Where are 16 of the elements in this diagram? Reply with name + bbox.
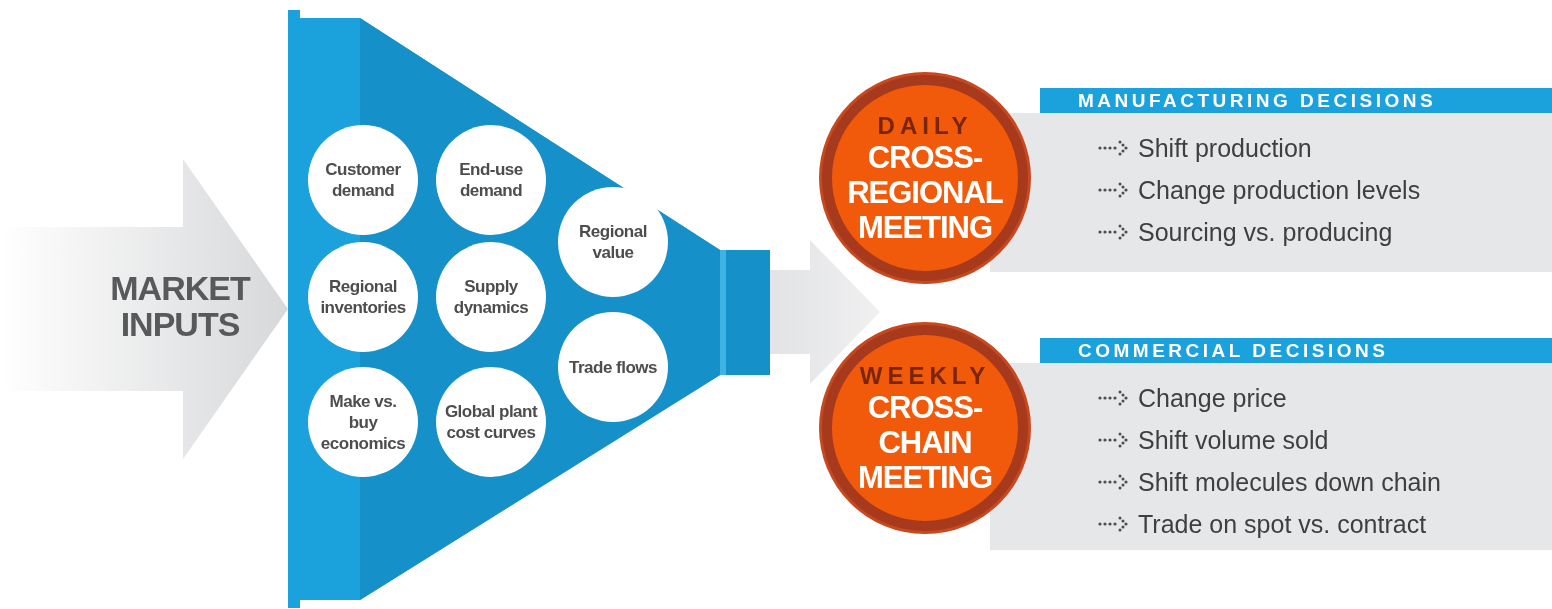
meeting-frequency: DAILY — [877, 111, 973, 140]
meeting-frequency: WEEKLY — [859, 361, 991, 390]
decision-item: Sourcing vs. producing — [1138, 217, 1393, 247]
arrow — [770, 240, 880, 384]
decision-item: Change production levels — [1138, 175, 1421, 205]
decision-item: Shift production — [1138, 133, 1312, 163]
edge-label: MARKET INPUTS — [109, 270, 252, 342]
panel-heading: MANUFACTURING DECISIONS — [1040, 88, 1552, 113]
meeting-title: CROSS-REGIONAL MEETING — [846, 139, 1004, 245]
decision-item: Change price — [1138, 383, 1287, 413]
meeting-title: CROSS-CHAIN MEETING — [856, 389, 994, 495]
decision-item: Trade on spot vs. contract — [1138, 509, 1427, 539]
decision-item: Shift molecules down chain — [1138, 467, 1441, 497]
decision-panel — [990, 338, 1552, 550]
decision-item: Shift volume sold — [1138, 425, 1329, 455]
panel-heading: COMMERCIAL DECISIONS — [1040, 338, 1552, 363]
